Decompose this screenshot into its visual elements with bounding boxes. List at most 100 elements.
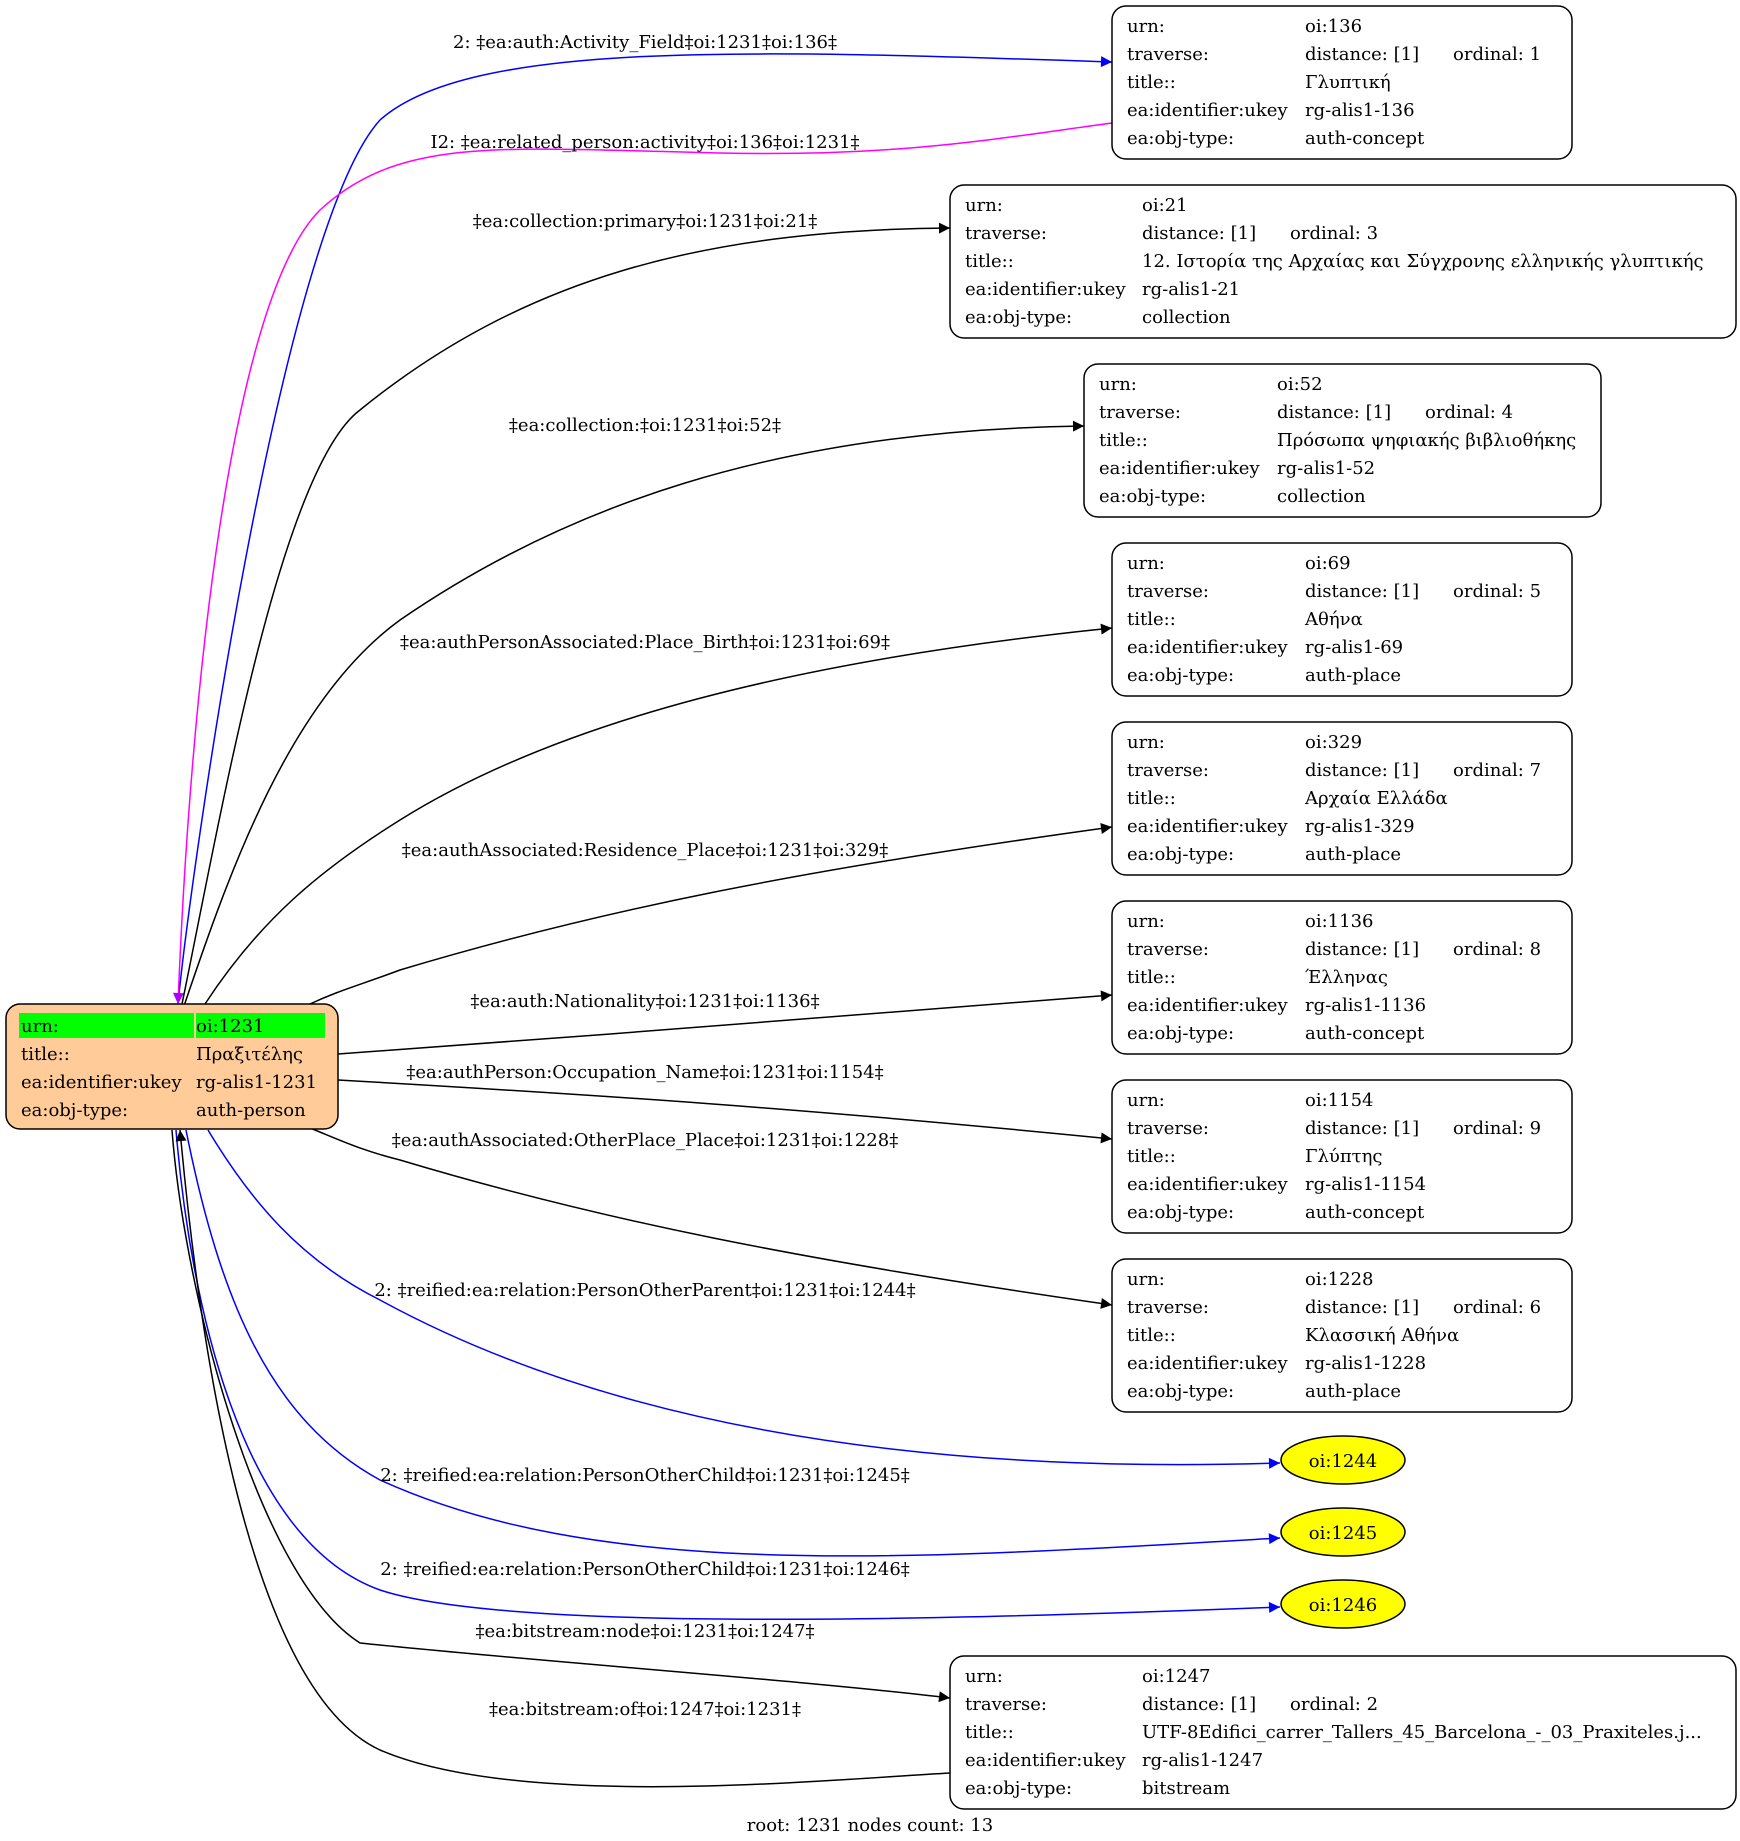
- root-row-value: Πραξιτέλης: [196, 1044, 303, 1065]
- ukey-value: rg-alis1-329: [1305, 816, 1415, 837]
- urn-label: urn:: [1127, 911, 1165, 932]
- urn-label: urn:: [965, 1666, 1003, 1687]
- ukey-label: ea:identifier:ukey: [965, 279, 1126, 300]
- traverse-label: traverse:: [1127, 760, 1209, 781]
- title-value: Αθήνα: [1304, 609, 1363, 630]
- edge-label: ‡ea:authAssociated:Residence_Place‡oi:12…: [402, 840, 888, 861]
- ellipse-label: oi:1245: [1309, 1523, 1377, 1544]
- edge-label: 2: ‡reified:ea:relation:PersonOtherChild…: [380, 1559, 910, 1580]
- ukey-label: ea:identifier:ukey: [1099, 458, 1260, 479]
- traverse-label: traverse:: [1127, 581, 1209, 602]
- node-box: [1111, 900, 1573, 1055]
- node-box: [949, 1655, 1737, 1810]
- node-box: [949, 184, 1737, 339]
- root-row-value: rg-alis1-1231: [196, 1072, 317, 1093]
- urn-label: urn:: [1127, 1269, 1165, 1290]
- root-node[interactable]: urn:oi:1231title::Πραξιτέληςea:identifie…: [5, 1003, 339, 1130]
- obj-type-label: ea:obj-type:: [1127, 128, 1234, 149]
- edge-329: ‡ea:authAssociated:Residence_Place‡oi:12…: [309, 823, 1113, 1005]
- urn-value: oi:1247: [1142, 1666, 1210, 1687]
- node-box: [1111, 542, 1573, 697]
- title-label: title::: [1127, 1325, 1176, 1346]
- urn-value: oi:21: [1142, 195, 1188, 216]
- edge-1245: 2: ‡reified:ea:relation:PersonOtherChild…: [185, 1129, 1281, 1557]
- edge-1228: ‡ea:authAssociated:OtherPlace_Place‡oi:1…: [309, 1127, 1113, 1309]
- urn-value: oi:1154: [1305, 1090, 1373, 1111]
- edge-I2: I2: ‡ea:related_person:activity‡oi:136‡o…: [172, 122, 1113, 1005]
- ukey-label: ea:identifier:ukey: [1127, 100, 1288, 121]
- edge-1136: ‡ea:auth:Nationality‡oi:1231‡oi:1136‡: [337, 990, 1113, 1055]
- edge-line: [177, 53, 1113, 1005]
- urn-label-highlight: [19, 1013, 194, 1038]
- ordinal-value: ordinal: 9: [1453, 1118, 1541, 1139]
- obj-type-label: ea:obj-type:: [1099, 486, 1206, 507]
- title-label: title::: [1127, 1146, 1176, 1167]
- ordinal-value: ordinal: 1: [1453, 44, 1541, 65]
- urn-value-highlight: [196, 1013, 325, 1038]
- graph-footer: root: 1231 nodes count: 13: [747, 1815, 993, 1836]
- obj-type-label: ea:obj-type:: [1127, 1381, 1234, 1402]
- traverse-label: traverse:: [1127, 1297, 1209, 1318]
- root-urn-value: oi:1231: [196, 1016, 264, 1037]
- ukey-value: rg-alis1-52: [1277, 458, 1375, 479]
- edges-layer: 2: ‡ea:auth:Activity_Field‡oi:1231‡oi:13…: [171, 32, 1281, 1788]
- title-label: title::: [1099, 430, 1148, 451]
- ordinal-value: ordinal: 6: [1453, 1297, 1541, 1318]
- edge-line: [204, 623, 1113, 1005]
- urn-value: oi:1136: [1305, 911, 1373, 932]
- obj-type-label: ea:obj-type:: [1127, 844, 1234, 865]
- nodes-layer: urn:oi:1231title::Πραξιτέληςea:identifie…: [5, 5, 1737, 1810]
- edge-label: I2: ‡ea:related_person:activity‡oi:136‡o…: [430, 132, 859, 153]
- traverse-label: traverse:: [1127, 1118, 1209, 1139]
- urn-label: urn:: [965, 195, 1003, 216]
- edge-line: [309, 1127, 1113, 1309]
- edge-21: ‡ea:collection:primary‡oi:1231‡oi:21‡: [181, 211, 951, 1005]
- edge-label: ‡ea:bitstream:of‡oi:1247‡oi:1231‡: [489, 1699, 801, 1720]
- distance-value: distance: [1]: [1142, 1694, 1256, 1715]
- obj-type-value: auth-place: [1305, 1381, 1401, 1402]
- ellipse-node-1246[interactable]: oi:1246: [1280, 1579, 1406, 1629]
- distance-value: distance: [1]: [1142, 223, 1256, 244]
- edge-line: [175, 1129, 1281, 1621]
- title-label: title::: [1127, 609, 1176, 630]
- ukey-value: rg-alis1-21: [1142, 279, 1240, 300]
- obj-type-value: auth-place: [1305, 665, 1401, 686]
- title-label: title::: [1127, 788, 1176, 809]
- node-box: [1083, 363, 1602, 518]
- edge-label: ‡ea:collection:‡oi:1231‡oi:52‡: [509, 415, 781, 436]
- edge-1244: 2: ‡reified:ea:relation:PersonOtherParen…: [207, 1129, 1281, 1469]
- ellipse-node-1245[interactable]: oi:1245: [1280, 1507, 1406, 1557]
- edge-line: [337, 990, 1113, 1055]
- ordinal-value: ordinal: 4: [1425, 402, 1513, 423]
- edge-label: ‡ea:authPersonAssociated:Place_Birth‡oi:…: [400, 632, 890, 653]
- edge-line: [172, 122, 1113, 1005]
- traverse-label: traverse:: [1127, 939, 1209, 960]
- urn-value: oi:329: [1305, 732, 1362, 753]
- edge-label: 2: ‡ea:auth:Activity_Field‡oi:1231‡oi:13…: [453, 32, 837, 53]
- edge-Of: ‡ea:bitstream:of‡oi:1247‡oi:1231‡: [175, 1129, 951, 1788]
- obj-type-value: collection: [1142, 307, 1231, 328]
- edge-line: [175, 1129, 951, 1788]
- edge-label: ‡ea:auth:Nationality‡oi:1231‡oi:1136‡: [470, 991, 819, 1012]
- root-row-value: auth-person: [196, 1100, 306, 1121]
- title-value: 12. Ιστορία της Αρχαίας και Σύγχρονης ελ…: [1142, 251, 1704, 272]
- title-value: Γλυπτική: [1305, 72, 1391, 93]
- title-label: title::: [1127, 967, 1176, 988]
- root-row-label: ea:identifier:ukey: [21, 1072, 182, 1093]
- urn-label: urn:: [1127, 553, 1165, 574]
- ukey-value: rg-alis1-1136: [1305, 995, 1426, 1016]
- node-box: [1111, 5, 1573, 160]
- ellipse-node-1244[interactable]: oi:1244: [1280, 1435, 1406, 1485]
- urn-label: urn:: [1127, 1090, 1165, 1111]
- edge-52: ‡ea:collection:‡oi:1231‡oi:52‡: [183, 415, 1085, 1007]
- edge-line: [207, 1129, 1281, 1469]
